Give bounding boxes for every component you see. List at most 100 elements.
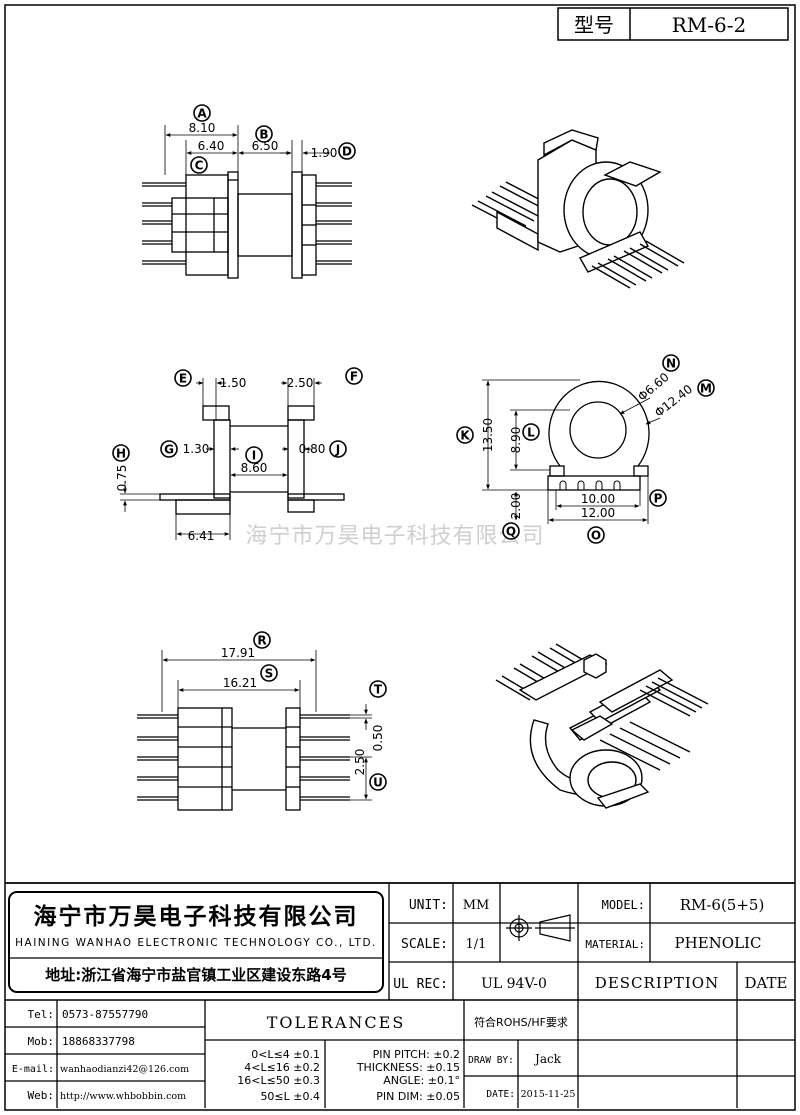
dim-q-value: 2.00 <box>509 493 523 520</box>
ulrec-value: UL 94V-0 <box>481 976 547 992</box>
title-block-texts: 海宁市万昊电子科技有限公司 HAINING WANHAO ELECTRONIC … <box>12 896 788 1103</box>
material-label: MATERIAL: <box>585 938 645 951</box>
dim-j-value: 0.80 <box>299 442 326 456</box>
top-view-pins-right <box>316 182 352 265</box>
dim-s-value: 16.21 <box>223 676 257 690</box>
callout-letter: O <box>591 529 601 543</box>
callout-p: P <box>649 489 667 507</box>
email-label: E-mail: <box>12 1064 54 1075</box>
iso-view-top <box>471 129 685 289</box>
front-view <box>482 379 661 524</box>
top-view <box>142 125 352 279</box>
callout-h: H <box>112 444 130 462</box>
top-view-dim-texts: 8.10 6.40 6.50 1.90 <box>189 121 338 160</box>
side-view <box>120 378 345 540</box>
dim-c-value: 6.40 <box>198 139 225 153</box>
callout-letter: Q <box>506 525 516 539</box>
callout-letter: B <box>259 128 268 142</box>
callout-k: K <box>456 426 474 444</box>
callout-n: N <box>662 354 680 372</box>
company-address: 地址:浙江省海宁市盐官镇工业区建设东路4号 <box>45 966 346 984</box>
callout-m: M <box>697 379 715 397</box>
bottom-view <box>137 650 372 811</box>
sheet-border <box>4 4 796 1111</box>
callout-s: S <box>260 664 278 682</box>
tel-label: Tel: <box>28 1008 55 1021</box>
dim-k-value: 13.50 <box>481 418 495 452</box>
email-value: wanhaodianzi42@126.com <box>60 1064 189 1075</box>
pin-tolerance-line: PIN PITCH: ±0.2 <box>373 1048 460 1061</box>
scale-label: SCALE: <box>401 937 448 952</box>
header-model-label: 型号 <box>574 13 614 37</box>
tolerance-line: 0<L≤4 ±0.1 <box>251 1048 320 1061</box>
dim-i-value: 8.60 <box>241 461 268 475</box>
callout-letter: L <box>527 426 535 440</box>
description-label: DESCRIPTION <box>595 974 719 992</box>
dim-f-value: 2.50 <box>287 376 314 390</box>
callout-letter: R <box>257 634 266 648</box>
callout-letter: J <box>335 443 340 457</box>
callout-u: U <box>369 773 387 791</box>
side-view-dim-texts: 1.50 2.50 1.30 8.60 0.80 0.75 6.41 <box>115 376 325 543</box>
dim-l-value: 8.90 <box>509 427 523 454</box>
watermark-text: 海宁市万昊电子科技有限公司 <box>245 524 544 549</box>
callout-b: B <box>255 125 273 143</box>
tel-value: 0573-87557790 <box>62 1008 148 1021</box>
callout-g: G <box>160 440 178 458</box>
drawby-value: Jack <box>533 1052 562 1066</box>
scale-value: 1/1 <box>466 937 487 952</box>
dim-b-value: 6.50 <box>252 139 279 153</box>
unit-value: MM <box>463 898 490 913</box>
callout-letter: K <box>460 429 470 443</box>
tolerance-lines: 0<L≤4 ±0.1 4<L≤16 ±0.2 16<L≤50 ±0.3 50≤L… <box>237 1048 320 1103</box>
bottom-view-dim-texts: 17.91 16.21 0.50 2.50 <box>221 646 385 775</box>
callout-letter: P <box>654 492 663 506</box>
callout-c: C <box>190 156 208 174</box>
callout-letter: F <box>350 370 358 384</box>
header-model-box: 型号 RM-6-2 <box>557 7 789 41</box>
mob-value: 18868337798 <box>62 1035 135 1048</box>
callout-letter: E <box>179 372 187 386</box>
date-field-value: 2015-11-25 <box>521 1089 576 1100</box>
dim-p-value: 10.00 <box>581 492 615 506</box>
dim-e-value: 1.50 <box>220 376 247 390</box>
dim-d-value: 1.90 <box>311 146 338 160</box>
callout-letter: C <box>195 159 204 173</box>
tolerances-label: TOLERANCES <box>267 1013 406 1032</box>
callout-letter: U <box>373 776 383 790</box>
pin-tolerance-line: THICKNESS: ±0.15 <box>356 1061 460 1074</box>
tolerance-line: 4<L≤16 ±0.2 <box>244 1061 320 1074</box>
iso-view-bottom <box>495 643 709 809</box>
date-field-label: DATE: <box>486 1089 515 1100</box>
date-header-label: DATE <box>745 974 788 992</box>
callout-letter: D <box>342 145 352 159</box>
dim-g-value: 1.30 <box>183 442 210 456</box>
rohs-note: 符合ROHS/HF要求 <box>474 1015 568 1029</box>
title-block <box>5 882 795 1108</box>
unit-label: UNIT: <box>409 898 448 913</box>
dim-r-value: 17.91 <box>221 646 255 660</box>
callout-letter: T <box>374 683 383 697</box>
model-value: RM-6(5+5) <box>680 896 765 914</box>
dim-h-value: 0.75 <box>115 465 129 492</box>
callout-r: R <box>253 631 271 649</box>
pin-tolerance-line: PIN DIM: ±0.05 <box>376 1090 460 1103</box>
dim-a-value: 8.10 <box>189 121 216 135</box>
ulrec-label: UL REC: <box>393 977 448 992</box>
callout-f: F <box>345 367 363 385</box>
callout-e: E <box>174 369 192 387</box>
dim-bottom-value: 6.41 <box>188 529 215 543</box>
pin-tolerance-lines: PIN PITCH: ±0.2 THICKNESS: ±0.15 ANGLE: … <box>356 1048 460 1103</box>
material-value: PHENOLIC <box>675 934 762 952</box>
callout-j: J <box>329 440 347 458</box>
web-label: Web: <box>28 1089 55 1102</box>
mob-label: Mob: <box>28 1035 55 1048</box>
web-value: http://www.whbobbin.com <box>60 1091 186 1102</box>
callout-o: O <box>587 526 605 544</box>
tolerance-line: 16<L≤50 ±0.3 <box>237 1074 320 1087</box>
callout-d: D <box>338 142 356 160</box>
callout-q: Q <box>502 522 520 540</box>
header-model-value: RM-6-2 <box>672 13 747 37</box>
